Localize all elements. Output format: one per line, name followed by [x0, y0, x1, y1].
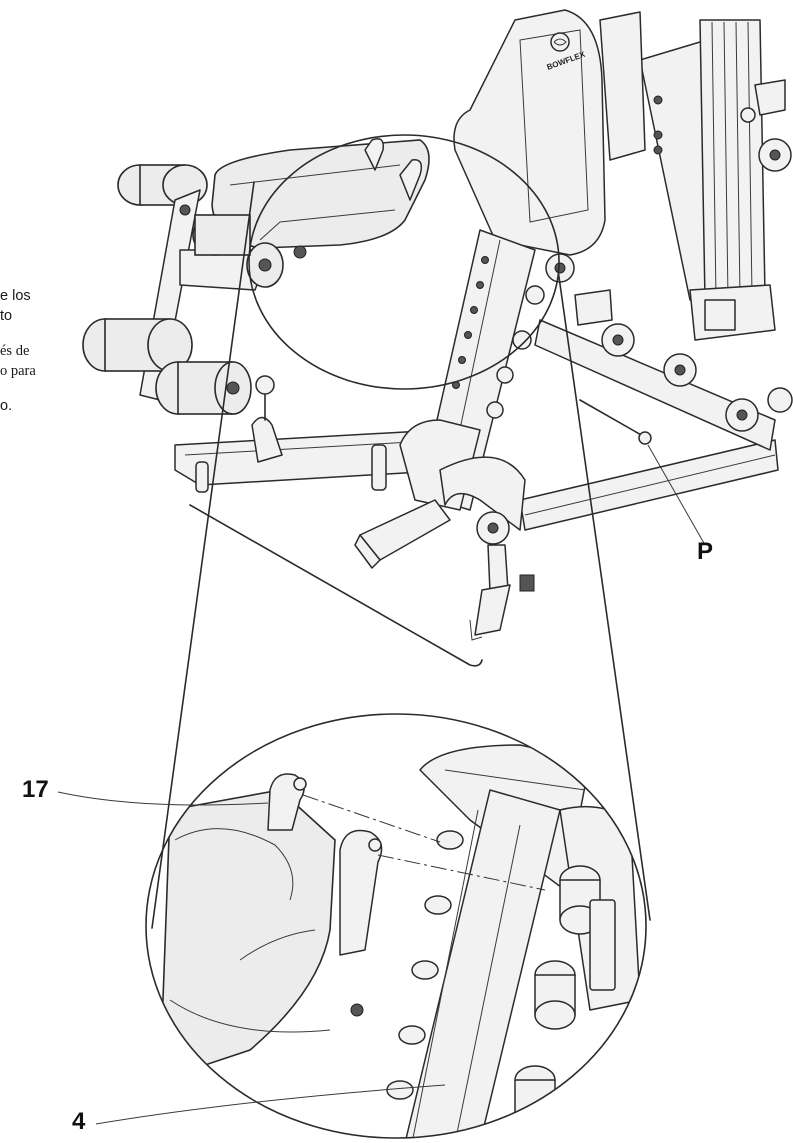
leader-4 — [95, 1084, 446, 1125]
instruction-fragment: o. — [0, 398, 13, 414]
front-stabilizer — [354, 456, 535, 641]
callout-label-p: P — [697, 538, 714, 565]
power-rod-tower — [599, 11, 792, 341]
instruction-fragment: e los — [0, 288, 31, 304]
magnifier-cone — [151, 181, 651, 929]
magnify-circle — [248, 134, 560, 390]
instruction-fragment: o para — [0, 363, 36, 379]
instruction-fragment: és de — [0, 343, 30, 359]
detail-circle — [145, 713, 647, 1139]
part-p-rod — [579, 399, 706, 546]
callout-leaders — [57, 791, 446, 1125]
callout-label-17: 17 — [22, 776, 49, 803]
instruction-fragment: to — [0, 308, 13, 324]
backrest: BOWFLEX — [453, 9, 606, 256]
seat — [211, 138, 430, 259]
callout-label-4: 4 — [72, 1108, 86, 1135]
machine-assembly: BOWFLEX — [82, 9, 793, 667]
base-rail — [174, 375, 481, 511]
floor-outline — [189, 504, 483, 667]
leg-developer — [82, 164, 284, 415]
rear-base-rail — [519, 289, 793, 531]
leader-17 — [57, 791, 269, 806]
detail-view — [145, 713, 647, 1139]
